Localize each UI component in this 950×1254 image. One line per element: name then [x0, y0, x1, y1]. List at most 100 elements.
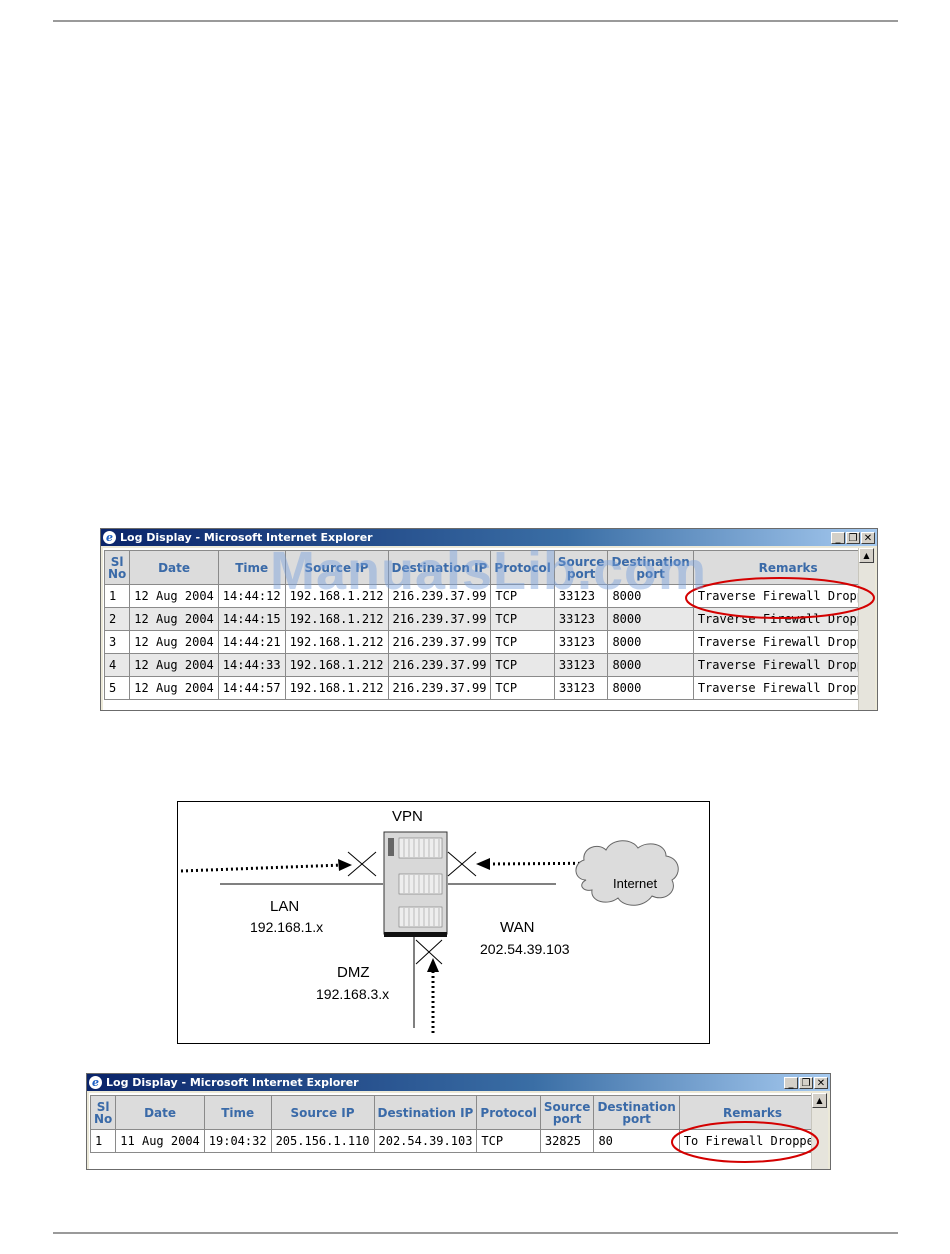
column-header-destination-port[interactable]: Destination port: [607, 550, 694, 585]
lan-label: LAN: [270, 898, 300, 915]
window-titlebar[interactable]: e Log Display - Microsoft Internet Explo…: [101, 529, 877, 546]
dmz-ip-label: 192.168.3.x: [316, 986, 390, 1002]
cell-sl-no: 2: [103, 607, 131, 631]
column-header-source-ip[interactable]: Source IP: [270, 1095, 375, 1130]
cell-destination-port: 8000: [607, 584, 694, 608]
network-diagram: VPN LAN 192.168.1.x WAN 202.54.39.103 DM…: [177, 801, 710, 1044]
diagram-lines: [180, 831, 679, 1033]
cell-source-ip: 192.168.1.212: [284, 653, 389, 677]
cell-source-ip: 192.168.1.212: [284, 607, 389, 631]
vertical-scrollbar[interactable]: ▲: [858, 548, 875, 710]
cell-date: 11 Aug 2004: [115, 1129, 205, 1153]
column-header-sl-no[interactable]: Sl No: [89, 1095, 117, 1130]
cell-protocol: TCP: [490, 584, 555, 608]
cell-time: 19:04:32: [203, 1129, 272, 1153]
cell-remarks: Traverse Firewall Dropped: [692, 676, 875, 700]
cell-source-port: 33123: [553, 630, 609, 654]
column-header-source-port[interactable]: Source port: [553, 550, 609, 585]
cell-date: 12 Aug 2004: [129, 676, 219, 700]
cell-source-ip: 192.168.1.212: [284, 630, 389, 654]
highlight-ellipse-1: [685, 577, 875, 619]
wan-label: WAN: [500, 919, 535, 936]
minimize-button[interactable]: _: [831, 531, 845, 544]
column-header-protocol[interactable]: Protocol: [476, 1095, 541, 1130]
scroll-up-arrow-icon[interactable]: ▲: [859, 548, 874, 563]
cell-protocol: TCP: [490, 676, 555, 700]
cell-destination-ip: 216.239.37.99: [387, 584, 492, 608]
cell-remarks: Traverse Firewall Dropped: [692, 630, 875, 654]
table-header-row: Sl No Date Time Source IP Destination IP…: [103, 550, 875, 585]
cell-protocol: TCP: [476, 1129, 541, 1153]
lan-ip-label: 192.168.1.x: [250, 919, 324, 935]
close-button[interactable]: ✕: [861, 531, 875, 544]
cell-date: 12 Aug 2004: [129, 607, 219, 631]
column-header-date[interactable]: Date: [115, 1095, 205, 1130]
cell-protocol: TCP: [490, 630, 555, 654]
cell-date: 12 Aug 2004: [129, 630, 219, 654]
column-header-remarks[interactable]: Remarks: [692, 550, 875, 585]
column-header-time[interactable]: Time: [203, 1095, 272, 1130]
cell-sl-no: 1: [89, 1129, 117, 1153]
cell-protocol: TCP: [490, 653, 555, 677]
cell-destination-port: 8000: [607, 630, 694, 654]
cell-source-ip: 205.156.1.110: [270, 1129, 375, 1153]
cell-time: 14:44:15: [217, 607, 286, 631]
wan-ip-label: 202.54.39.103: [480, 941, 570, 957]
cell-sl-no: 5: [103, 676, 131, 700]
internet-explorer-icon: e: [89, 1076, 102, 1089]
log-table: Sl No Date Time Source IP Destination IP…: [103, 550, 875, 700]
internet-label: Internet: [613, 876, 658, 891]
cell-destination-port: 80: [593, 1129, 680, 1153]
column-header-sl-no[interactable]: Sl No: [103, 550, 131, 585]
column-header-source-port[interactable]: Source port: [539, 1095, 595, 1130]
cell-destination-ip: 202.54.39.103: [373, 1129, 478, 1153]
cell-date: 12 Aug 2004: [129, 584, 219, 608]
table-row: 2 12 Aug 2004 14:44:15 192.168.1.212 216…: [103, 607, 875, 631]
cell-destination-ip: 216.239.37.99: [387, 676, 492, 700]
cell-destination-ip: 216.239.37.99: [387, 607, 492, 631]
cell-date: 12 Aug 2004: [129, 653, 219, 677]
column-header-destination-ip[interactable]: Destination IP: [387, 550, 492, 585]
cell-time: 14:44:33: [217, 653, 286, 677]
restore-button[interactable]: ❐: [799, 1076, 813, 1089]
cell-source-port: 33123: [553, 584, 609, 608]
cell-sl-no: 4: [103, 653, 131, 677]
cell-protocol: TCP: [490, 607, 555, 631]
vpn-label: VPN: [392, 808, 423, 825]
window-title: Log Display - Microsoft Internet Explore…: [106, 1076, 359, 1089]
cell-sl-no: 3: [103, 630, 131, 654]
column-header-destination-ip[interactable]: Destination IP: [373, 1095, 478, 1130]
cell-destination-ip: 216.239.37.99: [387, 630, 492, 654]
cell-remarks: To Firewall Dropped: [678, 1129, 827, 1153]
cell-source-port: 33123: [553, 607, 609, 631]
column-header-protocol[interactable]: Protocol: [490, 550, 555, 585]
column-header-date[interactable]: Date: [129, 550, 219, 585]
scroll-up-arrow-icon[interactable]: ▲: [812, 1093, 827, 1108]
cell-sl-no: 1: [103, 584, 131, 608]
cell-time: 14:44:57: [217, 676, 286, 700]
dmz-label: DMZ: [337, 964, 370, 981]
cell-source-ip: 192.168.1.212: [284, 584, 389, 608]
log-display-window-1: e Log Display - Microsoft Internet Explo…: [100, 528, 878, 711]
cell-destination-port: 8000: [607, 676, 694, 700]
close-button[interactable]: ✕: [814, 1076, 828, 1089]
window-content: Sl No Date Time Source IP Destination IP…: [103, 548, 875, 710]
restore-button[interactable]: ❐: [846, 531, 860, 544]
internet-explorer-icon: e: [103, 531, 116, 544]
cell-destination-port: 8000: [607, 607, 694, 631]
window-title: Log Display - Microsoft Internet Explore…: [120, 531, 373, 544]
column-header-destination-port[interactable]: Destination port: [593, 1095, 680, 1130]
column-header-source-ip[interactable]: Source IP: [284, 550, 389, 585]
top-rule: [53, 20, 898, 22]
log-display-window-2: e Log Display - Microsoft Internet Explo…: [86, 1073, 831, 1170]
window-titlebar[interactable]: e Log Display - Microsoft Internet Explo…: [87, 1074, 830, 1091]
cell-time: 14:44:21: [217, 630, 286, 654]
column-header-time[interactable]: Time: [217, 550, 286, 585]
cell-time: 14:44:12: [217, 584, 286, 608]
cell-source-port: 33123: [553, 653, 609, 677]
table-row: 3 12 Aug 2004 14:44:21 192.168.1.212 216…: [103, 630, 875, 654]
cell-source-port: 32825: [539, 1129, 595, 1153]
minimize-button[interactable]: _: [784, 1076, 798, 1089]
vertical-scrollbar[interactable]: ▲: [811, 1093, 828, 1169]
table-row: 1 11 Aug 2004 19:04:32 205.156.1.110 202…: [89, 1129, 827, 1153]
